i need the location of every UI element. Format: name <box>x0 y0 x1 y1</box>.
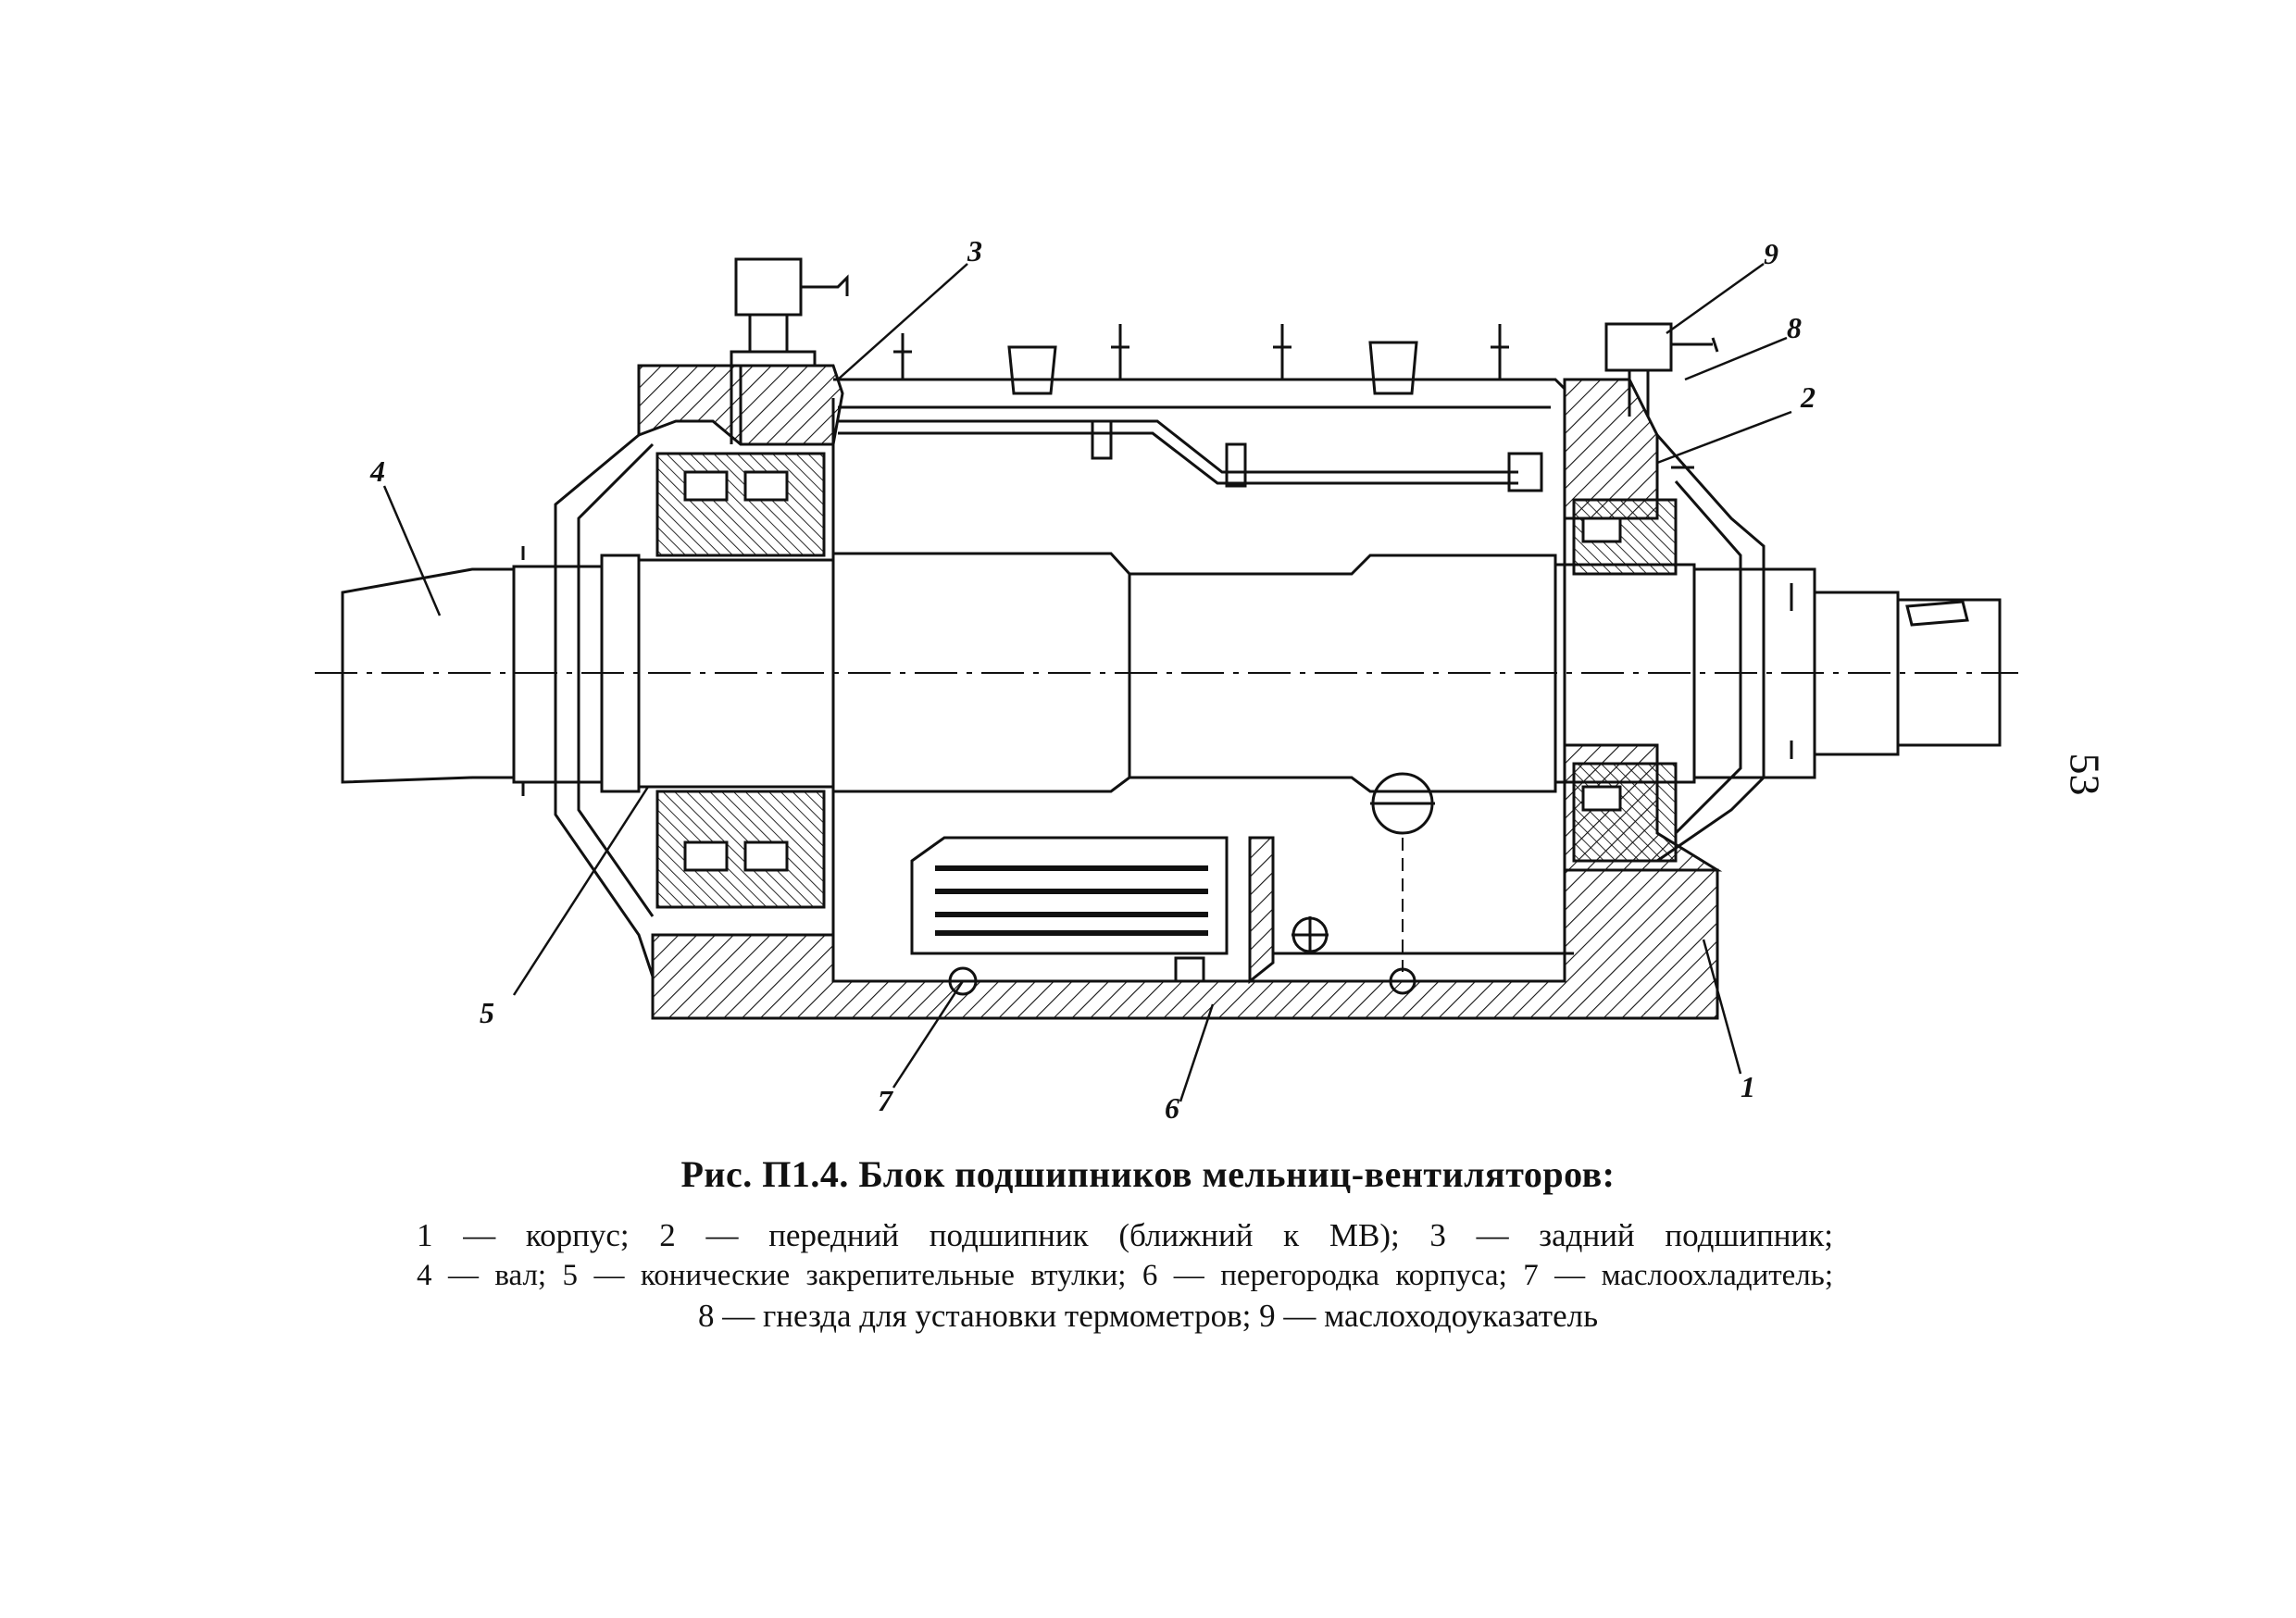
callout-3: 3 <box>967 234 982 268</box>
callout-1: 1 <box>1741 1070 1755 1103</box>
inspection-window <box>1292 772 1435 995</box>
callout-6: 6 <box>1165 1091 1179 1125</box>
legend-line-1: 1 — корпус; 2 — передний подшипник (ближ… <box>417 1217 1833 1253</box>
callout-labels: 1 2 3 4 5 6 7 8 9 <box>369 234 1816 1125</box>
oil-cooler <box>910 836 1229 996</box>
callout-4: 4 <box>369 454 385 488</box>
front-bearing-left <box>655 452 826 909</box>
oil-pipe <box>838 419 1543 492</box>
oil-flow-indicator <box>1604 322 1719 417</box>
callout-7: 7 <box>878 1084 894 1117</box>
rear-bearing-right <box>1572 498 1678 863</box>
top-studs <box>893 324 1509 395</box>
page-number: 53 <box>2061 753 2109 796</box>
temperature-sensor <box>730 257 849 444</box>
figure-title: Рис. П1.4. Блок подшипников мельниц-вент… <box>680 1153 1616 1195</box>
callout-2: 2 <box>1800 380 1816 414</box>
callout-leaders <box>382 262 1792 1102</box>
bolts <box>521 466 1793 872</box>
legend-line-3: 8 — гнезда для установки термометров; 9 … <box>697 1298 1599 1334</box>
callout-9: 9 <box>1764 237 1778 270</box>
callout-5: 5 <box>480 996 494 1029</box>
legend-line-2: 4 — вал; 5 — конические закрепительные в… <box>417 1259 1833 1292</box>
callout-8: 8 <box>1787 311 1802 344</box>
